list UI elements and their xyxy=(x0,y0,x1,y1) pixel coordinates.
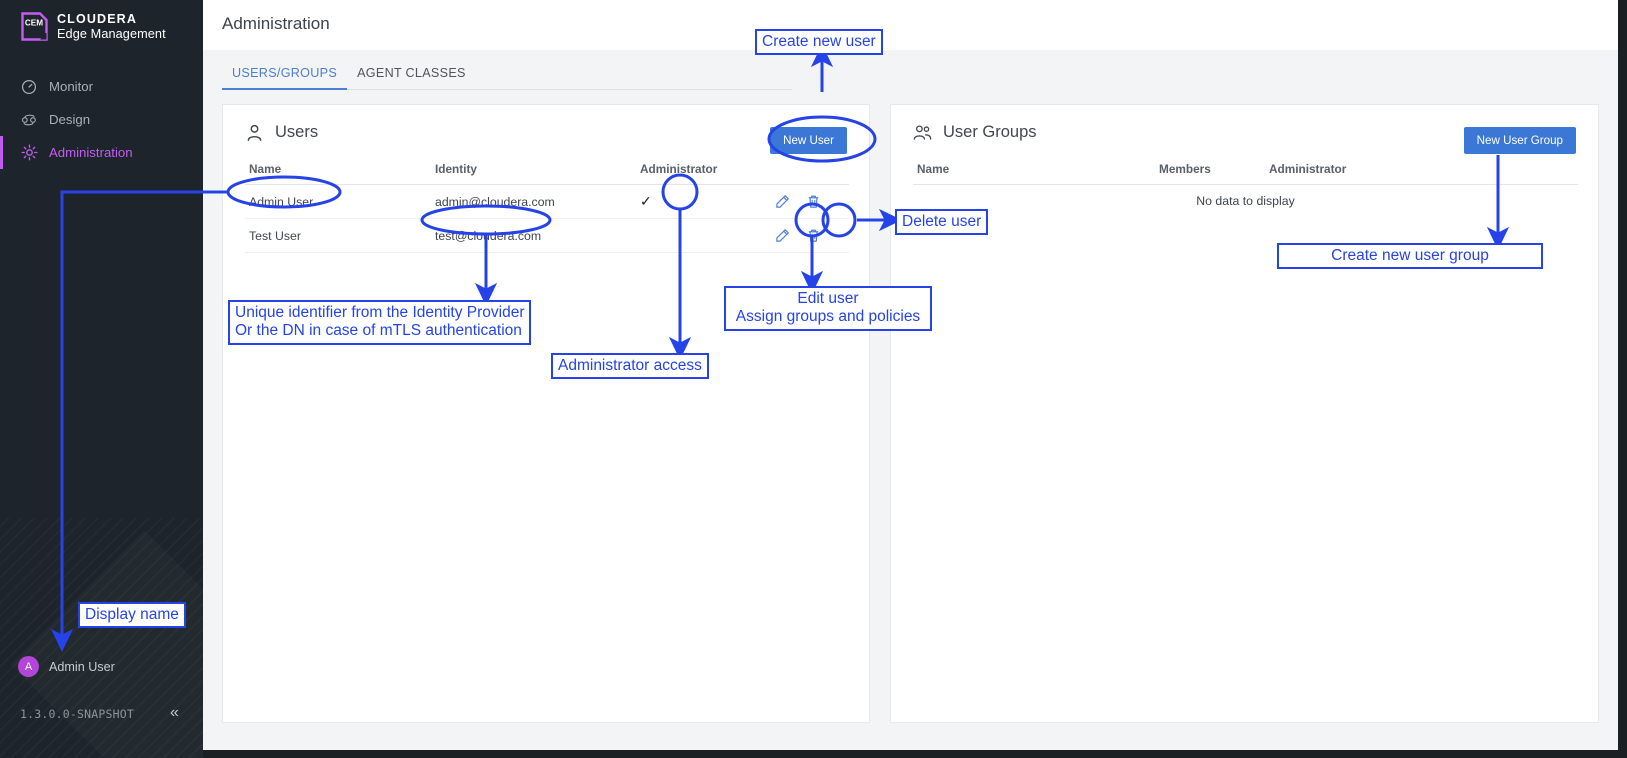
tab-agent-classes[interactable]: AGENT CLASSES xyxy=(357,66,466,80)
note-delete-user: Delete user xyxy=(895,209,989,236)
empty-row: No data to display xyxy=(913,185,1578,218)
flow-icon xyxy=(20,111,38,129)
note-administrator-access: Administrator access xyxy=(551,353,709,380)
user-groups-panel: User Groups New User Group Name Members … xyxy=(890,104,1599,723)
sidebar-user[interactable]: A Admin User xyxy=(18,656,115,677)
users-panel: Users New User Name Identity Administrat… xyxy=(222,104,870,723)
user-identity-cell: test@cloudera.com xyxy=(435,218,640,253)
trash-icon[interactable] xyxy=(806,228,821,243)
top-bar: Administration xyxy=(203,0,1618,50)
tab-bar: USERS/GROUPS AGENT CLASSES xyxy=(222,66,792,90)
sidebar-item-monitor[interactable]: Monitor xyxy=(0,70,203,103)
note-create-new-user-group: Create new user group xyxy=(1277,243,1543,270)
new-user-group-button[interactable]: New User Group xyxy=(1463,127,1576,154)
user-administrator-cell: ✓ xyxy=(640,184,775,219)
user-actions-cell xyxy=(775,184,849,219)
users-table: Name Identity Administrator Admin User a… xyxy=(245,155,849,253)
sidebar-nav: Monitor Design xyxy=(0,70,203,169)
user-actions-cell xyxy=(775,218,849,253)
sidebar-item-design[interactable]: Design xyxy=(0,103,203,136)
avatar: A xyxy=(18,656,39,677)
check-icon: ✓ xyxy=(640,193,652,209)
sidebar-item-label: Monitor xyxy=(49,79,93,94)
user-groups-table-header-row: Name Members Administrator xyxy=(913,155,1578,185)
cem-logo-icon: CEM xyxy=(21,12,48,41)
sidebar-wedge-decoration xyxy=(10,530,203,758)
new-user-button[interactable]: New User xyxy=(770,127,847,154)
users-panel-title: Users xyxy=(275,123,319,141)
svg-text:CEM: CEM xyxy=(25,19,43,28)
brand-line-2: Edge Management xyxy=(57,27,166,41)
gear-icon xyxy=(20,144,38,162)
users-col-identity: Identity xyxy=(435,155,640,185)
pencil-icon[interactable] xyxy=(775,194,790,209)
users-table-header-row: Name Identity Administrator xyxy=(245,155,849,185)
sidebar-user-name: Admin User xyxy=(49,659,115,674)
user-name-cell: Admin User xyxy=(245,184,435,219)
brand-logo[interactable]: CEM CLOUDERA Edge Management xyxy=(21,12,166,41)
user-name-cell: Test User xyxy=(245,218,435,253)
sidebar-item-administration[interactable]: Administration xyxy=(0,136,203,169)
sidebar-item-label: Administration xyxy=(49,145,133,160)
note-display-name: Display name xyxy=(78,602,186,629)
version-label: 1.3.0.0-SNAPSHOT xyxy=(20,707,134,721)
user-groups-panel-title: User Groups xyxy=(943,123,1037,141)
sidebar-stripe-pattern xyxy=(0,518,203,758)
user-administrator-cell xyxy=(640,218,775,253)
page-title: Administration xyxy=(222,14,330,33)
groups-col-administrator: Administrator xyxy=(1269,155,1578,185)
trash-icon[interactable] xyxy=(806,194,821,209)
users-panel-header: Users xyxy=(245,123,318,142)
no-data-message: No data to display xyxy=(1196,194,1295,208)
table-row[interactable]: Admin User admin@cloudera.com ✓ xyxy=(245,184,849,219)
groups-col-members: Members xyxy=(1159,155,1269,185)
brand-line-1: CLOUDERA xyxy=(57,12,138,26)
person-icon xyxy=(245,123,264,142)
gauge-icon xyxy=(20,78,38,96)
note-identity: Unique identifier from the Identity Prov… xyxy=(228,300,532,345)
note-create-new-user: Create new user xyxy=(755,29,883,56)
sidebar-item-label: Design xyxy=(49,112,91,127)
users-col-actions xyxy=(775,155,849,185)
sidebar: CEM CLOUDERA Edge Management Monitor xyxy=(0,0,203,758)
users-col-administrator: Administrator xyxy=(640,155,775,185)
table-row[interactable]: Test User test@cloudera.com xyxy=(245,218,849,253)
tab-users-groups[interactable]: USERS/GROUPS xyxy=(222,66,348,90)
collapse-sidebar-icon[interactable]: « xyxy=(170,704,179,721)
groups-col-name: Name xyxy=(913,155,1159,185)
note-edit-user: Edit user Assign groups and policies xyxy=(724,286,932,331)
people-icon xyxy=(913,123,932,142)
user-groups-panel-header: User Groups xyxy=(913,123,1037,142)
user-groups-table: Name Members Administrator No data to di… xyxy=(913,155,1578,217)
user-identity-cell: admin@cloudera.com xyxy=(435,184,640,219)
pencil-icon[interactable] xyxy=(775,228,790,243)
users-col-name: Name xyxy=(245,155,435,185)
main-content: Administration USERS/GROUPS AGENT CLASSE… xyxy=(203,0,1618,750)
